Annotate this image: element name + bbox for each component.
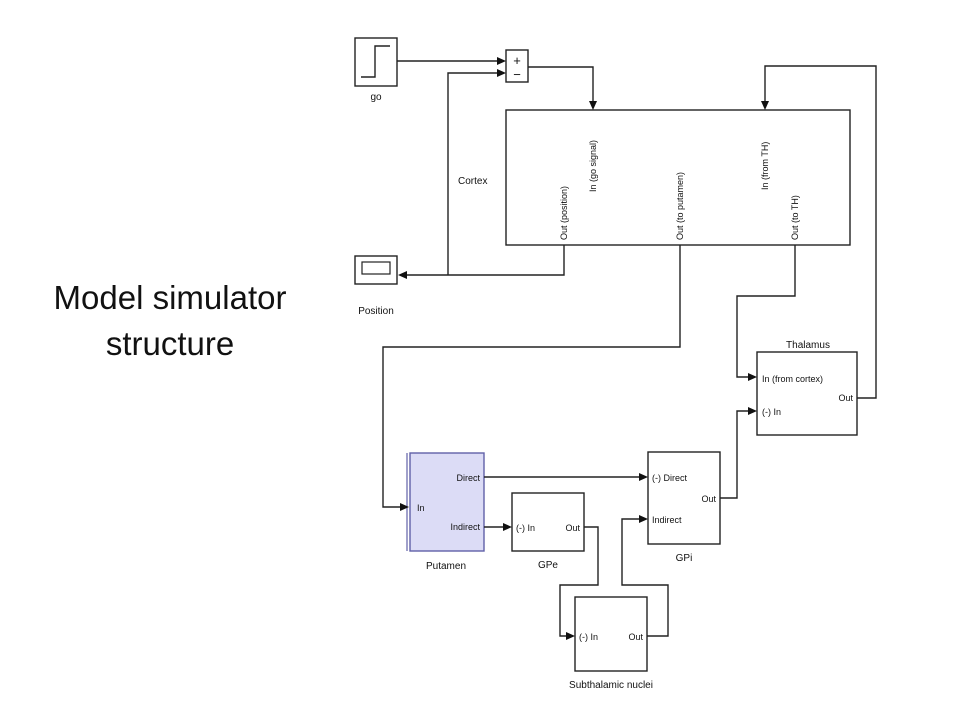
cortex-label: Cortex <box>458 176 487 187</box>
slide-title: Model simulator structure <box>20 275 320 367</box>
go-label: go <box>370 92 382 103</box>
gpe-block[interactable] <box>511 492 585 552</box>
cortex-port-out-position: Out (position) <box>559 186 569 240</box>
wires <box>382 57 877 640</box>
step-icon <box>361 45 390 78</box>
gpi-block[interactable] <box>647 451 721 545</box>
title-line-1: Model simulator <box>53 279 287 316</box>
putamen-port-in: In <box>417 503 425 513</box>
stn-label: Subthalamic nuclei <box>569 680 653 691</box>
putamen-port-indirect: Indirect <box>450 522 480 532</box>
sum-plus: + <box>513 53 521 68</box>
title-line-2: structure <box>105 325 235 362</box>
wire-cortex-to-putamen <box>382 245 681 508</box>
wire-cortex-to-position <box>406 245 565 276</box>
gpi-port-indirect: Indirect <box>652 515 682 525</box>
putamen-block[interactable] <box>409 452 485 552</box>
sum-minus: − <box>513 67 521 82</box>
stn-block[interactable] <box>574 596 648 672</box>
wire-gpe-to-stn <box>559 526 599 637</box>
thalamus-port-in-cortex: In (from cortex) <box>762 374 823 384</box>
gpi-port-out: Out <box>701 494 716 504</box>
cortex-port-out-putamen: Out (to putamen) <box>675 172 685 240</box>
wire-stn-to-gpi <box>621 518 669 637</box>
cortex-port-in-th: In (from TH) <box>760 142 770 190</box>
wire-gpi-to-thalamus <box>720 410 749 499</box>
sum-block[interactable]: + − <box>505 49 529 83</box>
thalamus-block[interactable] <box>756 351 858 436</box>
gpi-port-direct: (-) Direct <box>652 473 687 483</box>
wire-cortex-to-thalamus <box>736 245 796 378</box>
wire-position-feedback <box>447 72 498 275</box>
gpi-label: GPi <box>676 553 693 564</box>
gpe-port-out: Out <box>565 523 580 533</box>
thalamus-port-out: Out <box>838 393 853 403</box>
cortex-port-in-go: In (go signal) <box>588 140 598 192</box>
position-scope-block[interactable] <box>354 255 398 285</box>
gpe-label: GPe <box>538 560 558 571</box>
go-block[interactable] <box>354 37 398 87</box>
thalamus-label: Thalamus <box>786 340 830 351</box>
putamen-label: Putamen <box>426 561 466 572</box>
stn-port-in: (-) In <box>579 632 598 642</box>
position-label: Position <box>358 306 394 317</box>
cortex-block[interactable] <box>505 109 851 246</box>
wire-thalamus-to-cortex <box>764 65 877 399</box>
putamen-port-direct: Direct <box>456 473 480 483</box>
scope-screen-icon <box>361 261 391 275</box>
gpe-port-in: (-) In <box>516 523 535 533</box>
thalamus-port-inhibit: (-) In <box>762 407 781 417</box>
cortex-port-out-th: Out (to TH) <box>790 195 800 240</box>
wire-sum-to-cortex <box>528 66 594 102</box>
stn-port-out: Out <box>628 632 643 642</box>
